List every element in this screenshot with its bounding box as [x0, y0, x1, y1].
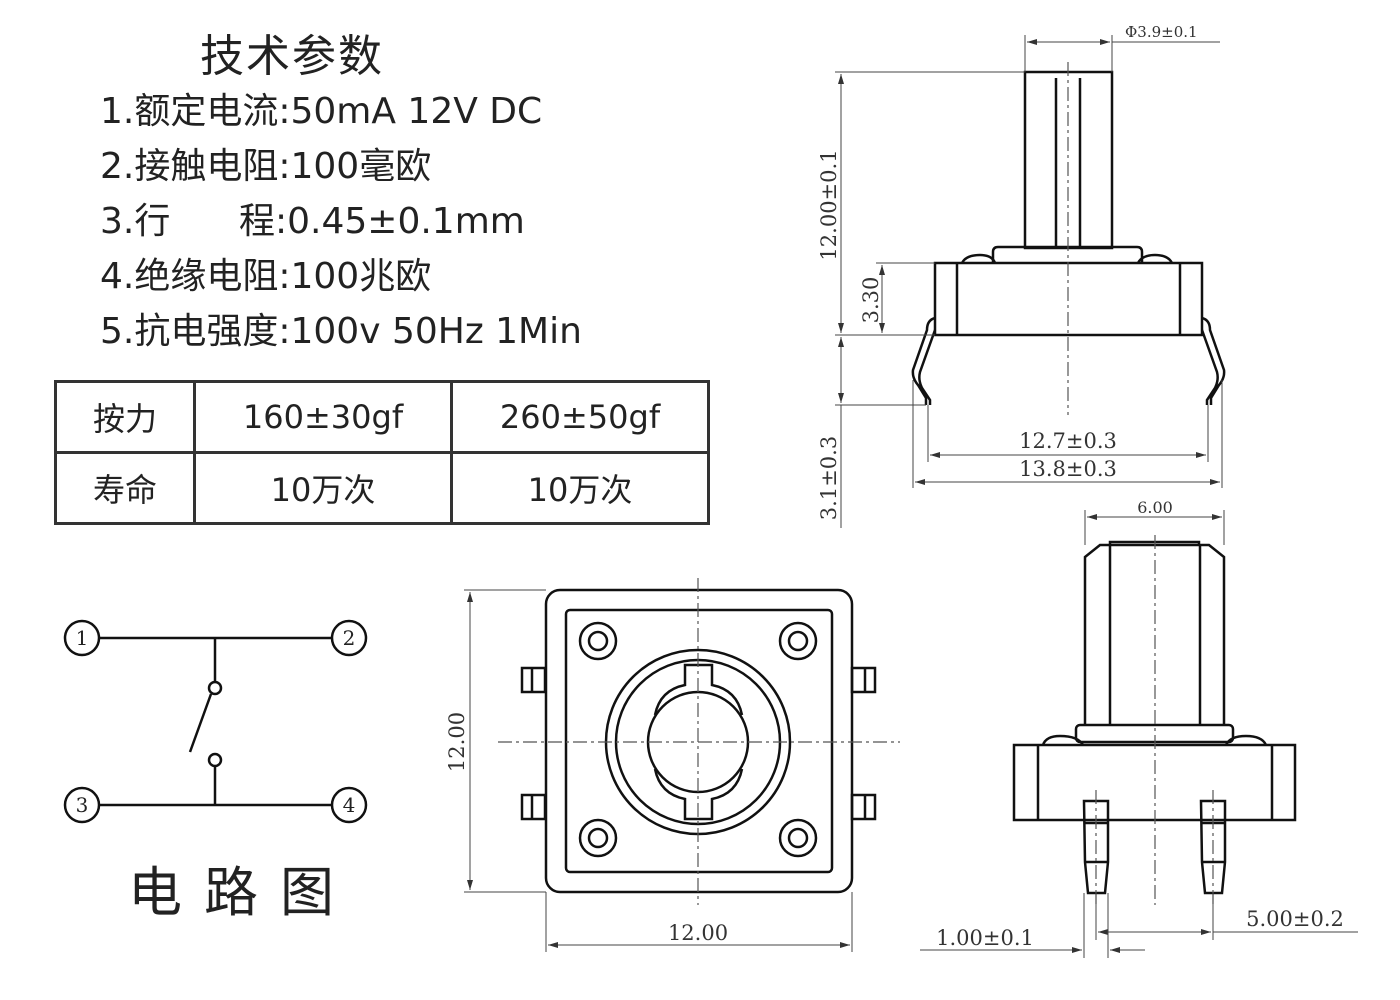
- spec-list: 1.额定电流:50mA 12V DC 2.接触电阻:100毫欧 3.行 程:0.…: [100, 84, 582, 359]
- svg-text:4: 4: [343, 793, 356, 817]
- top-view: 12.00 12.00: [445, 578, 900, 952]
- dim-stem-diameter: Φ3.9±0.1: [1125, 23, 1198, 41]
- svg-text:2: 2: [343, 626, 356, 650]
- table-cell: 寿命: [54, 451, 196, 525]
- dim-top-width: 12.00: [668, 921, 728, 945]
- dim-total-height: 12.00±0.1: [817, 149, 841, 260]
- spec-title: 技术参数: [200, 31, 384, 82]
- table-cell: 按力: [54, 380, 196, 454]
- pin-3: 3: [63, 786, 101, 824]
- front-view: 6.00 5.00±0.2 1.00±0.1: [920, 498, 1358, 958]
- dim-top-height: 12.00: [445, 712, 469, 772]
- pin-1: 1: [63, 619, 101, 657]
- side-view: 12.00±0.1 3.30 3.1±0.3 Φ3.9±0.1 12.7±0.3…: [817, 23, 1226, 528]
- dim-pin-length: 3.1±0.3: [817, 436, 841, 520]
- table-row: 按力 160±30gf 260±50gf: [54, 380, 710, 454]
- spec-item: 4.绝缘电阻:100兆欧: [100, 256, 432, 297]
- table-cell: 10万次: [193, 451, 453, 525]
- dim-body-height: 3.30: [859, 277, 883, 324]
- spec-item: 5.抗电强度:100v 50Hz 1Min: [100, 311, 582, 352]
- dim-pin-pitch: 5.00±0.2: [1246, 907, 1344, 931]
- svg-text:1: 1: [76, 626, 89, 650]
- table-cell: 160±30gf: [193, 380, 453, 454]
- svg-text:3: 3: [76, 793, 89, 817]
- circuit-title: 电路图: [128, 861, 356, 924]
- table-row: 寿命 10万次 10万次: [54, 451, 710, 525]
- pin-2: 2: [330, 619, 368, 657]
- spec-item: 3.行 程:0.45±0.1mm: [100, 201, 525, 242]
- spec-item: 2.接触电阻:100毫欧: [100, 146, 432, 187]
- spec-item: 1.额定电流:50mA 12V DC: [100, 91, 543, 132]
- table-cell: 10万次: [450, 451, 710, 525]
- dim-pin-width: 1.00±0.1: [936, 926, 1034, 950]
- table-cell: 260±50gf: [450, 380, 710, 454]
- dim-stem-width: 6.00: [1137, 498, 1173, 517]
- circuit-diagram: 1 2 3 4: [63, 619, 368, 824]
- dim-pin-span-outer: 13.8±0.3: [1019, 457, 1117, 481]
- dim-pin-span-inner: 12.7±0.3: [1019, 429, 1117, 453]
- force-life-table: 按力 160±30gf 260±50gf 寿命 10万次 10万次: [54, 380, 710, 525]
- pin-4: 4: [330, 786, 368, 824]
